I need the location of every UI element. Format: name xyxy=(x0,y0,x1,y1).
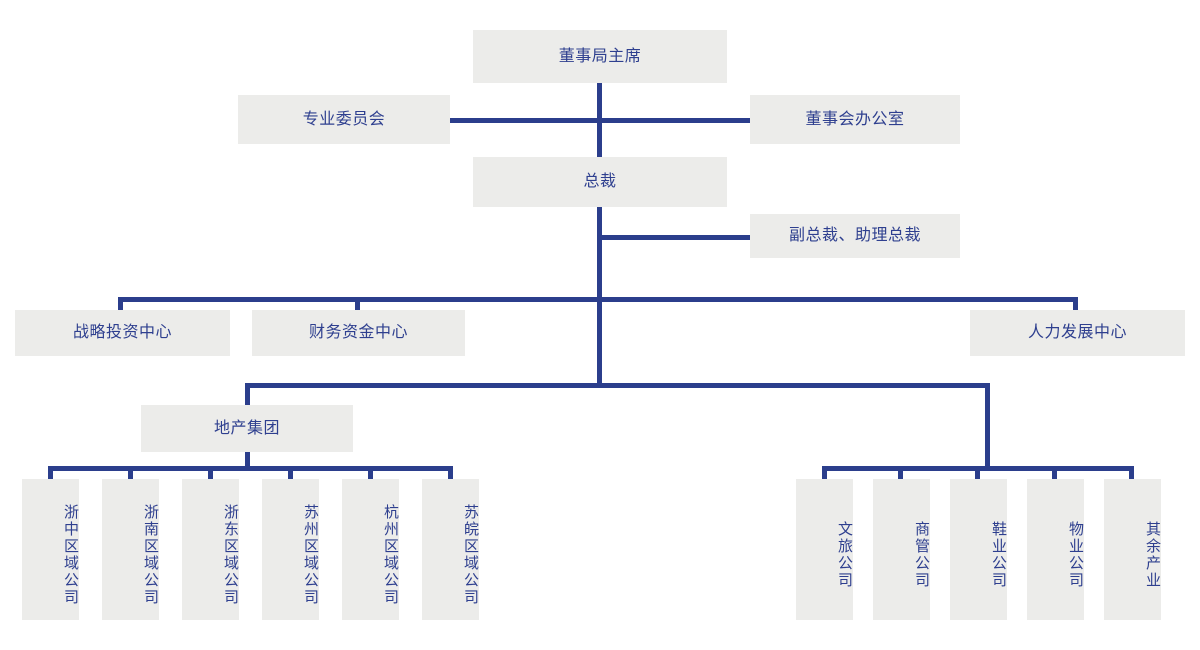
connector-center-stub-strategy xyxy=(118,297,123,312)
node-committee-label: 专业委员会 xyxy=(302,110,386,128)
node-center-strategy-label: 战略投资中心 xyxy=(72,324,172,341)
node-subsidiary-wenlv-label: 文旅公司 xyxy=(836,520,853,589)
connector-region-stub-6 xyxy=(448,466,453,480)
node-region-zhedong[interactable]: 浙东区域公司 xyxy=(182,479,239,620)
node-region-suzhou-label: 苏州区域公司 xyxy=(302,503,319,606)
connector-subsidiaries-leg xyxy=(985,383,990,471)
node-center-finance[interactable]: 财务资金中心 xyxy=(252,310,465,356)
node-region-zhenan[interactable]: 浙南区域公司 xyxy=(102,479,159,620)
node-subsidiary-wuye-label: 物业公司 xyxy=(1067,520,1084,589)
connector-region-stub-2 xyxy=(128,466,133,480)
node-center-hr[interactable]: 人力发展中心 xyxy=(970,310,1185,356)
node-committee[interactable]: 专业委员会 xyxy=(238,95,450,144)
connector-subsidiary-stub-1 xyxy=(822,466,827,480)
node-president-label: 总裁 xyxy=(583,173,617,190)
node-board-office[interactable]: 董事会办公室 xyxy=(750,95,960,144)
connector-level6-split-bar xyxy=(245,383,990,388)
node-chairman[interactable]: 董事局主席 xyxy=(473,30,727,83)
node-center-hr-label: 人力发展中心 xyxy=(1027,324,1127,341)
connector-region-stub-3 xyxy=(208,466,213,480)
connector-vicepresident-branch xyxy=(600,235,752,240)
node-region-suwan-label: 苏皖区域公司 xyxy=(462,503,479,606)
node-vice-presidents-label: 副总裁、助理总裁 xyxy=(788,227,921,244)
connector-region-stub-4 xyxy=(288,466,293,480)
node-center-finance-label: 财务资金中心 xyxy=(308,324,408,341)
connector-subsidiary-stub-5 xyxy=(1129,466,1134,480)
node-subsidiary-xieye-label: 鞋业公司 xyxy=(990,520,1007,589)
connector-subsidiary-stub-2 xyxy=(898,466,903,480)
connector-property-group-down xyxy=(245,452,250,471)
connector-centers-bar xyxy=(118,297,1078,302)
connector-subsidiary-stub-3 xyxy=(975,466,980,480)
connector-region-stub-5 xyxy=(368,466,373,480)
node-subsidiary-shangguan-label: 商管公司 xyxy=(913,520,930,589)
node-subsidiary-wuye[interactable]: 物业公司 xyxy=(1027,479,1084,620)
node-chairman-label: 董事局主席 xyxy=(558,47,642,65)
node-center-strategy[interactable]: 战略投资中心 xyxy=(15,310,230,356)
connector-region-stub-1 xyxy=(48,466,53,480)
node-property-group-label: 地产集团 xyxy=(213,419,280,437)
node-region-zhedong-label: 浙东区域公司 xyxy=(222,503,239,606)
node-region-suzhou[interactable]: 苏州区域公司 xyxy=(262,479,319,620)
connector-center-stub-finance xyxy=(355,297,360,312)
node-vice-presidents[interactable]: 副总裁、助理总裁 xyxy=(750,214,960,258)
node-region-hangzhou[interactable]: 杭州区域公司 xyxy=(342,479,399,620)
connector-president-trunk xyxy=(597,207,602,383)
node-president[interactable]: 总裁 xyxy=(473,157,727,207)
connector-level2-bar xyxy=(448,118,753,123)
node-region-zhezhong[interactable]: 浙中区域公司 xyxy=(22,479,79,620)
connector-center-stub-hr xyxy=(1073,297,1078,312)
node-subsidiary-xieye[interactable]: 鞋业公司 xyxy=(950,479,1007,620)
node-subsidiary-wenlv[interactable]: 文旅公司 xyxy=(796,479,853,620)
node-region-zhenan-label: 浙南区域公司 xyxy=(142,503,159,606)
node-board-office-label: 董事会办公室 xyxy=(805,110,905,128)
node-region-suwan[interactable]: 苏皖区域公司 xyxy=(422,479,479,620)
node-property-group[interactable]: 地产集团 xyxy=(141,405,353,452)
node-subsidiary-qiyu-label: 其余产业 xyxy=(1144,520,1161,589)
connector-property-group-stub xyxy=(245,383,250,405)
node-region-zhezhong-label: 浙中区域公司 xyxy=(62,503,79,606)
node-region-hangzhou-label: 杭州区域公司 xyxy=(382,503,399,606)
connector-regions-bar xyxy=(48,466,452,471)
connector-subsidiary-stub-4 xyxy=(1052,466,1057,480)
node-subsidiary-shangguan[interactable]: 商管公司 xyxy=(873,479,930,620)
node-subsidiary-qiyu[interactable]: 其余产业 xyxy=(1104,479,1161,620)
